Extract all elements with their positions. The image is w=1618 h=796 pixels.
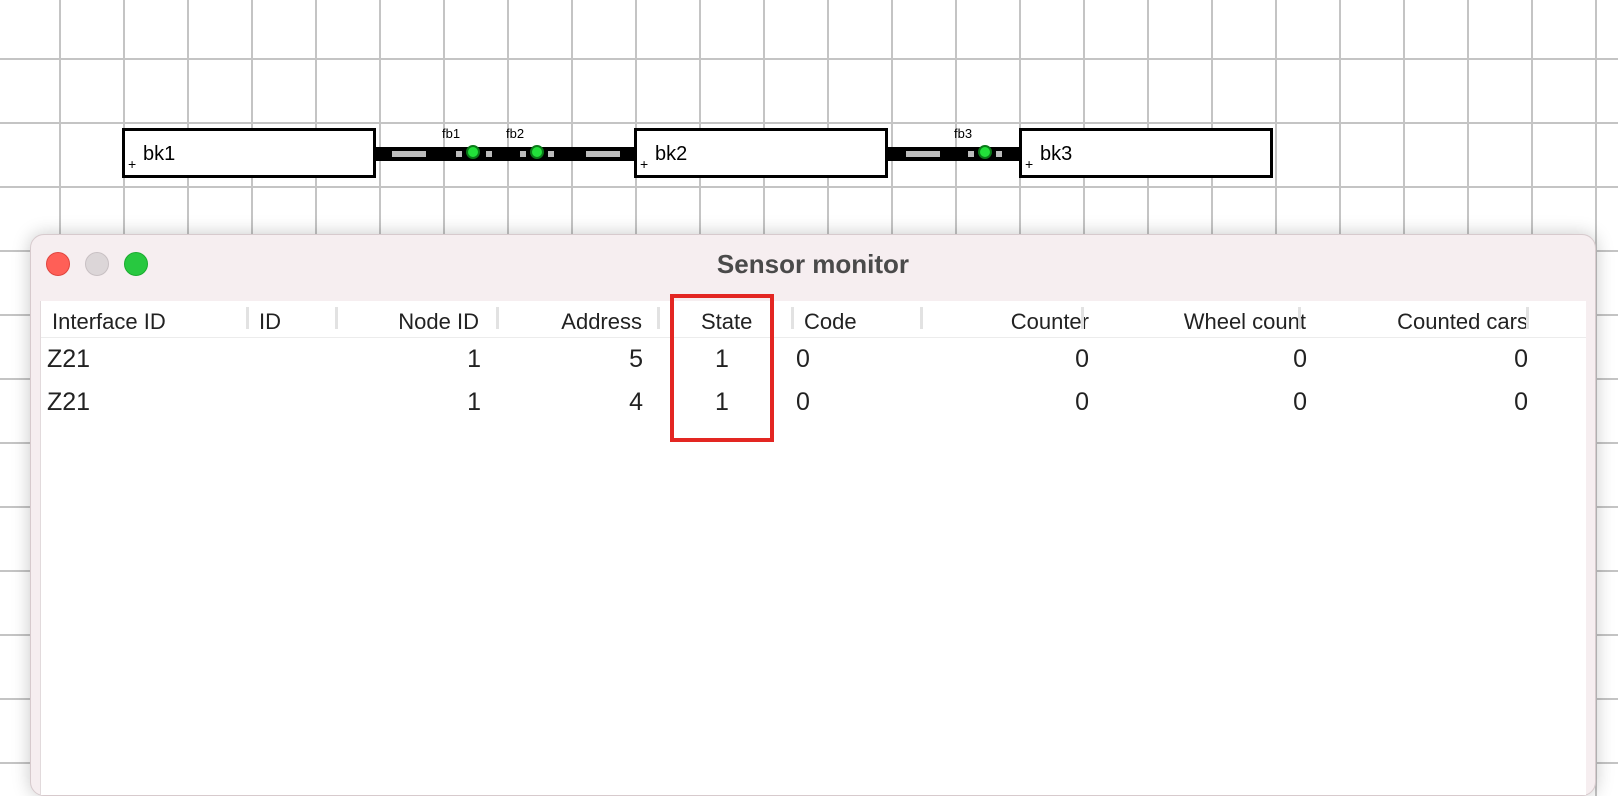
- column-header-wheel-count[interactable]: Wheel count: [1183, 309, 1306, 334]
- track-bk1-bk2[interactable]: [376, 147, 634, 161]
- minimize-button[interactable]: [85, 252, 109, 276]
- cell-node-id: 1: [467, 345, 481, 373]
- column-header-counted-cars[interactable]: Counted cars: [1397, 309, 1528, 334]
- cell-state: 1: [715, 388, 729, 416]
- column-header-id[interactable]: ID: [259, 309, 281, 334]
- track-bk2-bk3[interactable]: [888, 147, 1020, 161]
- column-header-counter[interactable]: Counter: [1010, 309, 1089, 334]
- cell-interface-id: Z21: [47, 345, 91, 373]
- cell-wheel-count: 0: [1293, 388, 1307, 416]
- column-resize-handle[interactable]: [920, 307, 923, 329]
- sensor-monitor-window: Sensor monitor Interface ID ID Node ID A…: [30, 234, 1596, 796]
- column-header-state[interactable]: State: [701, 309, 753, 334]
- cell-state: 1: [715, 345, 729, 373]
- column-resize-handle[interactable]: [1081, 307, 1084, 329]
- close-button[interactable]: [46, 252, 70, 276]
- column-header-interface-id[interactable]: Interface ID: [52, 309, 166, 334]
- column-resize-handle[interactable]: [335, 307, 338, 329]
- block-bk3[interactable]: + bk3: [1019, 128, 1273, 178]
- column-header-node-id[interactable]: Node ID: [398, 309, 479, 334]
- cell-interface-id: Z21: [47, 388, 91, 416]
- block-marker: +: [1025, 156, 1034, 172]
- state-column-highlight: [670, 294, 774, 442]
- sensor-label-fb1: fb1: [442, 126, 461, 141]
- cell-counted-cars: 0: [1514, 345, 1528, 373]
- cell-address: 4: [629, 388, 643, 416]
- cell-node-id: 1: [467, 388, 481, 416]
- cell-counter: 0: [1075, 388, 1089, 416]
- column-resize-handle[interactable]: [496, 307, 499, 329]
- column-resize-handle[interactable]: [791, 307, 794, 329]
- sensor-table: Interface ID ID Node ID Address State Co…: [40, 301, 1586, 795]
- sensor-label-fb2: fb2: [506, 126, 525, 141]
- block-marker: +: [128, 156, 137, 172]
- cell-counter: 0: [1075, 345, 1089, 373]
- cell-wheel-count: 0: [1293, 345, 1307, 373]
- block-label: bk3: [1040, 143, 1073, 165]
- column-header-address[interactable]: Address: [561, 309, 642, 334]
- block-bk2[interactable]: + bk2: [634, 128, 888, 178]
- cell-code: 0: [796, 345, 810, 373]
- block-bk1[interactable]: + bk1: [122, 128, 376, 178]
- window-titlebar[interactable]: Sensor monitor: [31, 235, 1595, 291]
- column-resize-handle[interactable]: [657, 307, 660, 329]
- sensor-fb2[interactable]: [530, 145, 544, 159]
- window-title: Sensor monitor: [716, 249, 910, 279]
- block-marker: +: [640, 156, 649, 172]
- cell-counted-cars: 0: [1514, 388, 1528, 416]
- zoom-button[interactable]: [124, 252, 148, 276]
- column-resize-handle[interactable]: [1526, 307, 1529, 329]
- sensor-label-fb3: fb3: [954, 126, 973, 141]
- sensor-fb1[interactable]: [466, 145, 480, 159]
- cell-address: 5: [629, 345, 643, 373]
- cell-code: 0: [796, 388, 810, 416]
- header-divider: [41, 337, 1586, 338]
- block-label: bk2: [655, 143, 688, 165]
- column-resize-handle[interactable]: [246, 307, 249, 329]
- block-label: bk1: [143, 143, 176, 165]
- column-header-code[interactable]: Code: [804, 309, 857, 334]
- sensor-fb3[interactable]: [978, 145, 992, 159]
- column-resize-handle[interactable]: [1298, 307, 1301, 329]
